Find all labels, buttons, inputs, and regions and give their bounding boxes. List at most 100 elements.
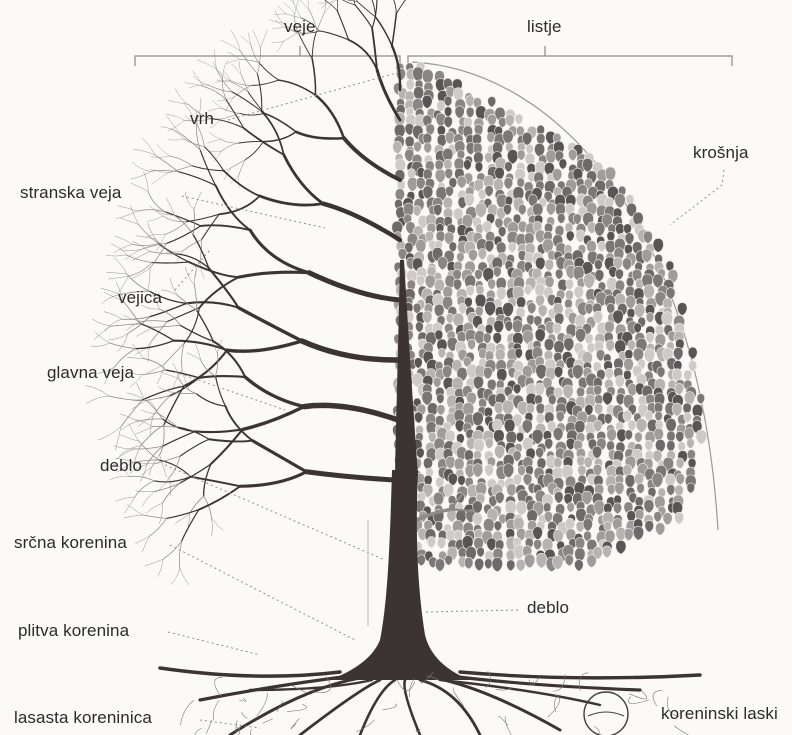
leaf — [494, 320, 504, 333]
branch — [168, 120, 184, 130]
leaf — [524, 554, 535, 568]
branch — [132, 400, 147, 409]
leaf — [445, 168, 453, 179]
leaf — [613, 503, 621, 514]
leaf — [615, 269, 623, 280]
branch — [154, 477, 190, 482]
leaf — [585, 303, 593, 314]
branch — [131, 171, 150, 179]
leaf — [498, 227, 506, 237]
branch — [245, 377, 304, 407]
leaf — [433, 377, 441, 387]
branch — [106, 255, 126, 256]
branch — [232, 64, 241, 75]
branch — [392, 14, 396, 46]
branch — [227, 341, 302, 351]
branch — [86, 396, 108, 403]
branch — [154, 325, 180, 327]
branch — [127, 393, 145, 399]
leaf — [507, 560, 515, 571]
leaf — [644, 500, 654, 514]
branch — [159, 460, 191, 477]
header-veje: veje — [284, 18, 316, 35]
leaf — [603, 392, 613, 405]
leaf — [536, 447, 544, 458]
root-hair — [263, 719, 273, 723]
branch — [221, 143, 238, 151]
leaf — [553, 428, 563, 441]
leaf — [624, 358, 634, 371]
leaf — [415, 322, 423, 333]
branch — [120, 435, 138, 441]
branch — [159, 503, 162, 523]
branch — [321, 3, 328, 9]
leaf — [484, 559, 492, 569]
leaf — [634, 323, 642, 333]
branch — [190, 477, 240, 487]
leaf — [645, 440, 653, 451]
branch — [144, 359, 166, 370]
branch — [252, 441, 306, 472]
leaf — [676, 431, 684, 442]
leaf — [545, 438, 553, 449]
leaf — [508, 242, 516, 253]
leaf — [628, 420, 636, 431]
branch — [171, 568, 180, 584]
leaf — [697, 394, 705, 404]
leaf — [437, 394, 445, 404]
branch — [115, 236, 133, 244]
branch — [284, 3, 295, 14]
leaf — [666, 418, 677, 432]
branch — [129, 424, 139, 441]
branch — [273, 27, 284, 28]
branch — [118, 333, 128, 351]
branch — [151, 156, 170, 157]
leaf — [413, 206, 421, 217]
leaf — [444, 96, 452, 106]
branch — [152, 262, 189, 263]
branch — [337, 11, 348, 40]
branch — [284, 0, 294, 2]
leaf — [524, 285, 532, 295]
leaf — [689, 361, 697, 372]
leaf — [622, 258, 631, 270]
branch — [216, 376, 226, 406]
leaf — [575, 328, 586, 342]
root-hair — [674, 726, 693, 735]
leaf — [527, 303, 536, 314]
bracket-veje — [135, 46, 400, 66]
branch — [241, 36, 251, 45]
branch — [148, 192, 165, 212]
leaf — [615, 194, 626, 208]
branch — [121, 400, 142, 427]
leaf — [416, 239, 426, 253]
branch — [131, 183, 148, 191]
leaf — [417, 555, 425, 566]
branch — [146, 503, 162, 513]
branch — [259, 62, 279, 80]
leaf — [645, 520, 654, 532]
branch — [390, 0, 397, 14]
branch — [109, 276, 129, 279]
leaf — [437, 405, 445, 416]
branch — [240, 59, 259, 62]
label-deblo-left: deblo — [100, 457, 142, 474]
branch — [260, 30, 267, 48]
branch — [224, 171, 260, 196]
leaf — [417, 276, 425, 287]
leaf — [568, 149, 577, 161]
branch — [156, 478, 169, 492]
branch — [175, 89, 188, 105]
branch — [127, 357, 144, 359]
branch — [240, 113, 265, 115]
branch — [114, 258, 126, 274]
leaf — [644, 349, 655, 363]
leaf — [485, 185, 493, 196]
branch — [165, 222, 186, 235]
branch — [107, 273, 127, 274]
leaf — [604, 414, 612, 425]
branch — [214, 50, 216, 69]
branch — [232, 92, 262, 111]
branch — [124, 497, 135, 513]
